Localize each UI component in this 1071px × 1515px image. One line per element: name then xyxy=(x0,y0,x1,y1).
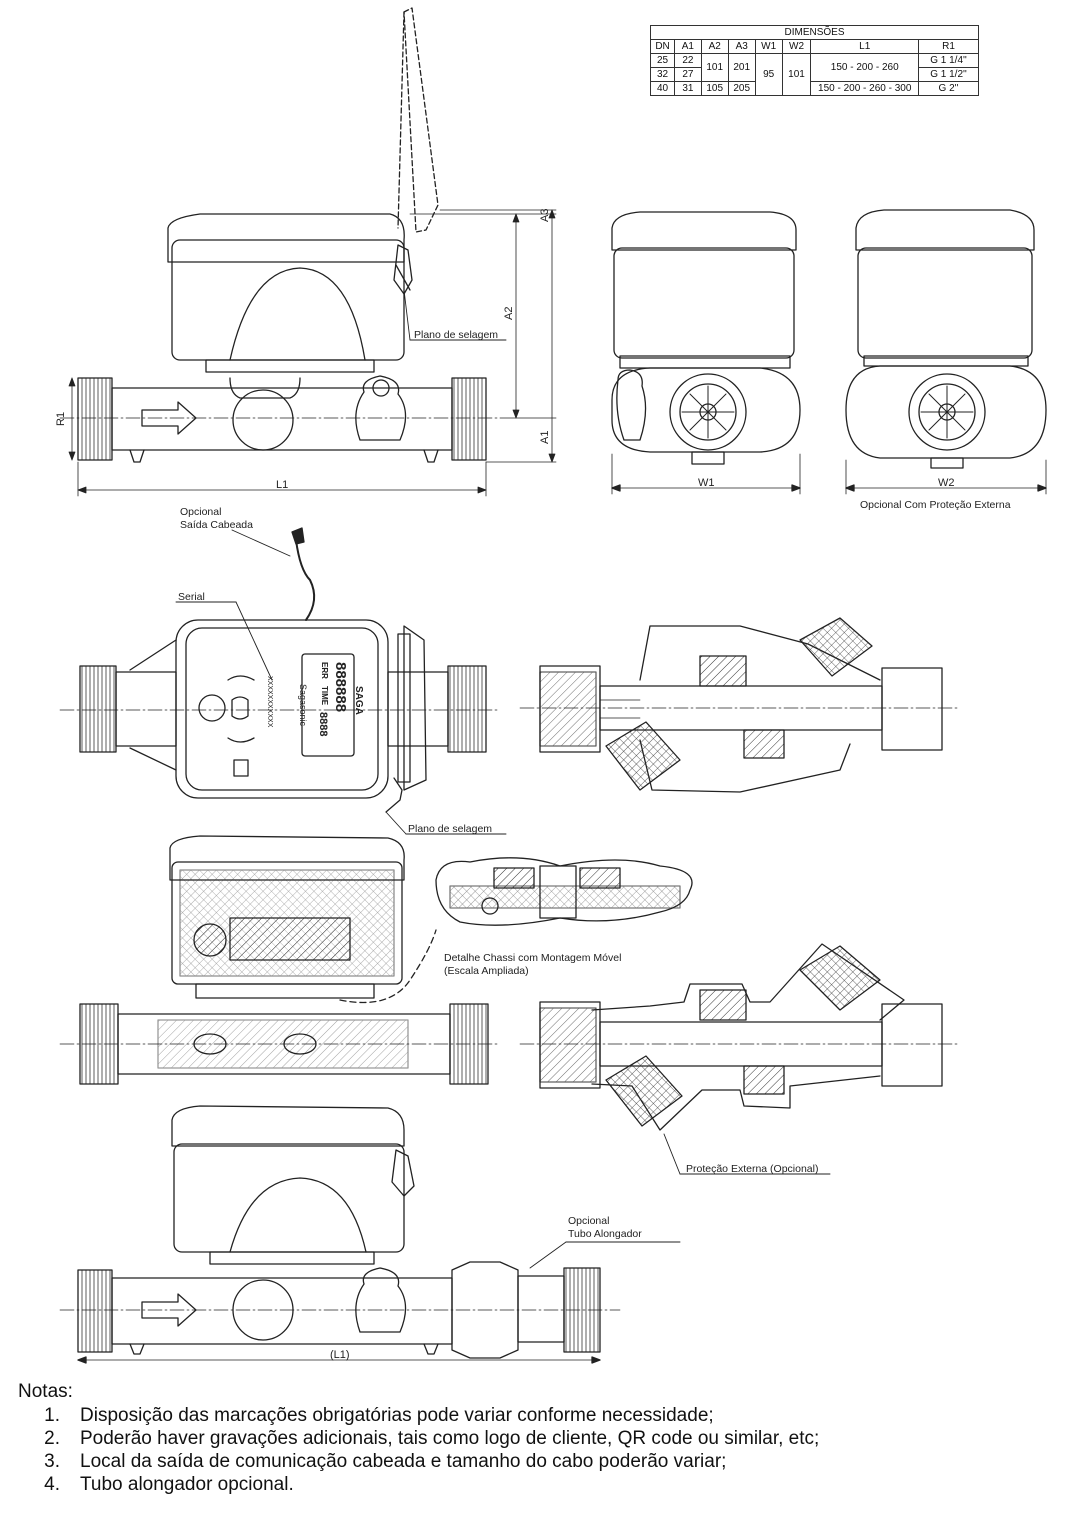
label-plano-selagem-2: Plano de selagem xyxy=(408,823,492,835)
detail-view xyxy=(435,857,693,926)
list-item: 4. Tubo alongador opcional. xyxy=(18,1473,1058,1496)
col-a3: A3 xyxy=(727,39,756,54)
note-text: Poderão haver gravações adicionais, tais… xyxy=(80,1428,820,1449)
serial-marks: XXXXXXXXXXX xyxy=(266,676,273,728)
note-text: Local da saída de comunicação cabeada e … xyxy=(80,1451,727,1472)
table-row: 40 31 105 205 150 - 200 - 260 - 300 G 2'… xyxy=(649,81,979,96)
display-err: ERR xyxy=(320,662,329,679)
label-protecao-externa: Proteção Externa (Opcional) xyxy=(686,1163,818,1175)
list-item: 2. Poderão haver gravações adicionais, t… xyxy=(18,1427,1058,1450)
brand-logo-text: SAGA xyxy=(353,686,364,715)
note-number: 4. xyxy=(44,1474,60,1495)
side-view xyxy=(59,7,501,463)
dim-a1: A1 xyxy=(539,431,551,444)
display-digits: 888888 xyxy=(332,662,349,712)
list-item: 1. Disposição das marcações obrigatórias… xyxy=(18,1404,1058,1427)
cell-l1: 150 - 200 - 260 - 300 xyxy=(810,81,920,96)
table-row: 32 27 G 1 1/2'' xyxy=(649,67,979,82)
notes-section: Notas: 1. Disposição das marcações obrig… xyxy=(18,1380,1058,1496)
cell-a1: 31 xyxy=(674,81,702,96)
section-view-top xyxy=(519,617,961,793)
dim-a3: A3 xyxy=(539,209,551,222)
display-sub: 8888 xyxy=(317,712,329,736)
leader-lines xyxy=(175,289,831,1269)
front-view xyxy=(611,211,801,495)
section-view-protected xyxy=(519,943,961,1131)
note-number: 3. xyxy=(44,1451,60,1472)
dim-w1: W1 xyxy=(698,477,715,489)
dim-l1-paren: (L1) xyxy=(330,1349,350,1361)
dim-w2: W2 xyxy=(938,477,955,489)
dimensions-table: DIMENSÕES DN A1 A2 A3 W1 W2 L1 R1 25 22 … xyxy=(649,25,979,96)
label-detalhe-2: (Escala Ampliada) xyxy=(444,965,529,977)
dim-l1: L1 xyxy=(276,479,288,491)
front-view-protected xyxy=(845,209,1047,495)
label-serial: Serial xyxy=(178,591,205,603)
cell-a3: 205 xyxy=(727,81,756,96)
display-time: TIME xyxy=(320,686,329,706)
side-view-extension xyxy=(59,1105,621,1364)
note-text: Tubo alongador opcional. xyxy=(80,1474,294,1495)
top-view xyxy=(59,527,501,813)
list-item: 3. Local da saída de comunicação cabeada… xyxy=(18,1450,1058,1473)
cell-w1: 95 xyxy=(754,53,783,96)
note-number: 2. xyxy=(44,1428,60,1449)
table-row: 25 22 101 201 95 101 150 - 200 - 260 G 1… xyxy=(649,53,979,96)
cell-dn: 40 xyxy=(649,81,676,96)
label-plano-selagem: Plano de selagem xyxy=(414,329,498,341)
technical-drawing: Plano de selagem Opcional Com Proteção E… xyxy=(55,7,1047,1364)
model-label: Sagasonic xyxy=(298,684,308,727)
dim-r1: R1 xyxy=(55,412,67,426)
cell-w2: 101 xyxy=(781,53,812,96)
section-view-left xyxy=(59,835,501,1085)
label-tubo-alongador: Tubo Alongador xyxy=(568,1228,642,1240)
dimension-lines xyxy=(68,209,557,497)
cell-r1: G 2'' xyxy=(918,81,979,96)
label-opcional-protecao: Opcional Com Proteção Externa xyxy=(860,499,1011,511)
note-number: 1. xyxy=(44,1405,60,1426)
note-text: Disposição das marcações obrigatórias po… xyxy=(80,1405,714,1426)
dim-a2: A2 xyxy=(503,307,515,320)
notes-title: Notas: xyxy=(18,1381,73,1402)
label-opcional: Opcional xyxy=(180,506,221,518)
label-saida-cabeada: Saída Cabeada xyxy=(180,519,253,531)
label-opcional-2: Opcional xyxy=(568,1215,609,1227)
label-detalhe-1: Detalhe Chassi com Montagem Móvel xyxy=(444,952,621,964)
